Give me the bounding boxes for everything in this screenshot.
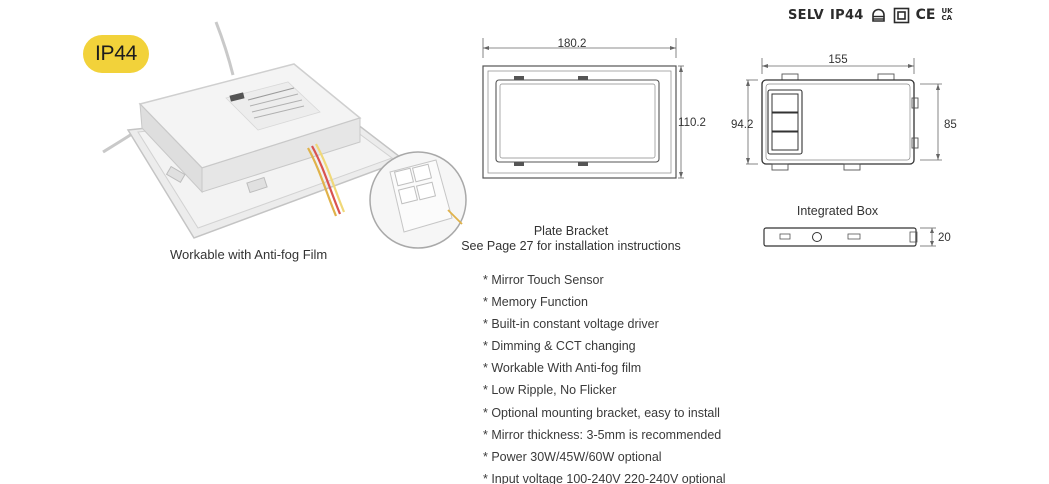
- feature-item: * Low Ripple, No Flicker: [483, 383, 617, 398]
- plate-bracket-drawing: 180.2 110.2: [482, 38, 706, 179]
- feature-item: * Workable With Anti-fog film: [483, 361, 642, 376]
- ukca-mark: UK CA: [942, 8, 953, 22]
- luminaire-symbol-icon: [871, 8, 885, 22]
- feature-item: * Power 30W/45W/60W optional: [483, 449, 662, 464]
- plate-width-label: 180.2: [558, 38, 587, 50]
- plate-height-label: 110.2: [678, 117, 706, 129]
- double-insulation-icon: [893, 7, 909, 23]
- ip-rating-mark: IP44: [830, 7, 864, 23]
- integrated-box-side-view: 20: [763, 227, 951, 247]
- feature-item: * Mirror Touch Sensor: [483, 273, 604, 287]
- plate-bracket-caption: Plate Bracket See Page 27 for installati…: [440, 224, 702, 254]
- certification-row: SELV IP44 CE UK CA: [788, 5, 953, 25]
- box-depth-label: 20: [938, 232, 951, 244]
- ip44-badge: IP44: [83, 35, 149, 73]
- box-width-label: 155: [828, 54, 847, 66]
- box-right-height-label: 85: [944, 119, 957, 131]
- plate-caption-title: Plate Bracket: [533, 224, 609, 238]
- feature-item: * Dimming & CCT changing: [483, 339, 636, 354]
- feature-list: * Mirror Touch Sensor * Memory Function …: [483, 272, 726, 484]
- ukca-bottom: CA: [941, 14, 953, 22]
- feature-item: * Built-in constant voltage driver: [483, 317, 659, 332]
- selv-mark: SELV: [788, 7, 824, 23]
- feature-item: * Memory Function: [483, 295, 588, 310]
- product-photo: [102, 21, 467, 249]
- feature-item: * Input voltage 100-240V 220-240V option…: [483, 471, 726, 484]
- integrated-box-drawing: 155 94.2 85: [731, 54, 957, 171]
- box-left-height-label: 94.2: [731, 119, 753, 131]
- product-caption: Workable with Anti-fog Film: [170, 247, 328, 262]
- plate-caption-note: See Page 27 for installation instruction…: [461, 239, 681, 253]
- feature-item: * Mirror thickness: 3-5mm is recommended: [483, 427, 722, 442]
- feature-item: * Optional mounting bracket, easy to ins…: [483, 405, 720, 420]
- ce-mark: CE: [915, 7, 936, 23]
- integrated-box-caption: Integrated Box: [796, 204, 879, 218]
- ukca-top: UK: [941, 7, 953, 15]
